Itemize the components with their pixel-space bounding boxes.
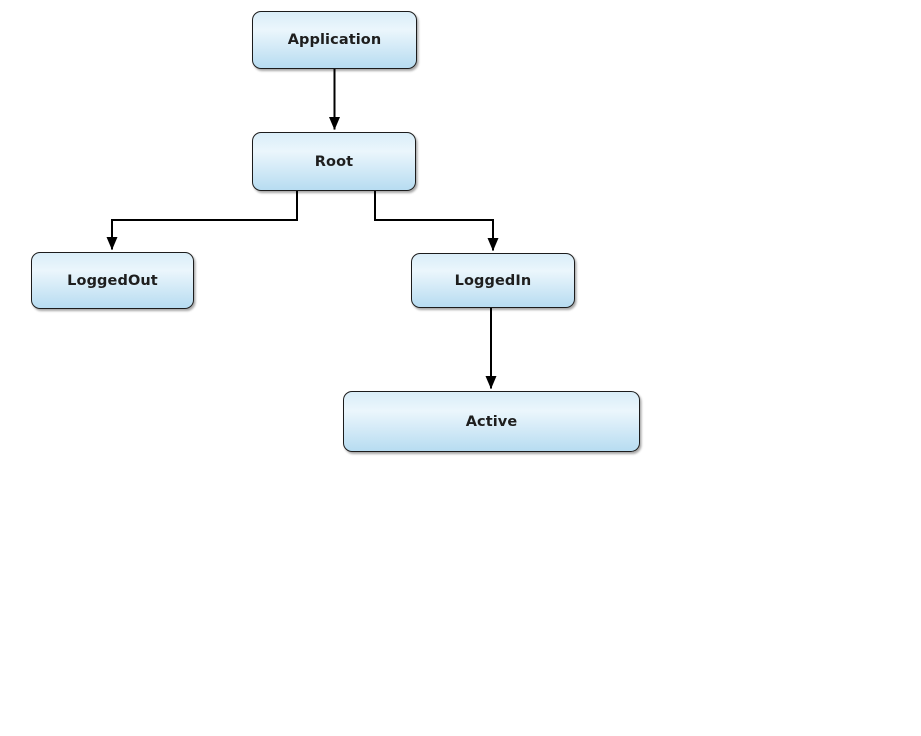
node-application-label: Application	[287, 32, 382, 48]
node-loggedin-label: LoggedIn	[454, 272, 532, 289]
node-active: Active	[343, 391, 640, 452]
node-application: Application	[252, 11, 417, 69]
node-loggedout-label: LoggedOut	[67, 272, 158, 289]
node-active-label: Active	[465, 413, 518, 430]
connector-root-to-loggedin	[374, 191, 499, 251]
connector-root-to-loggedout	[106, 191, 298, 250]
node-loggedout: LoggedOut	[31, 252, 194, 309]
node-root-label: Root	[314, 153, 354, 170]
node-root: Root	[252, 132, 416, 191]
node-loggedin: LoggedIn	[411, 253, 575, 308]
connector-group	[106, 69, 499, 389]
